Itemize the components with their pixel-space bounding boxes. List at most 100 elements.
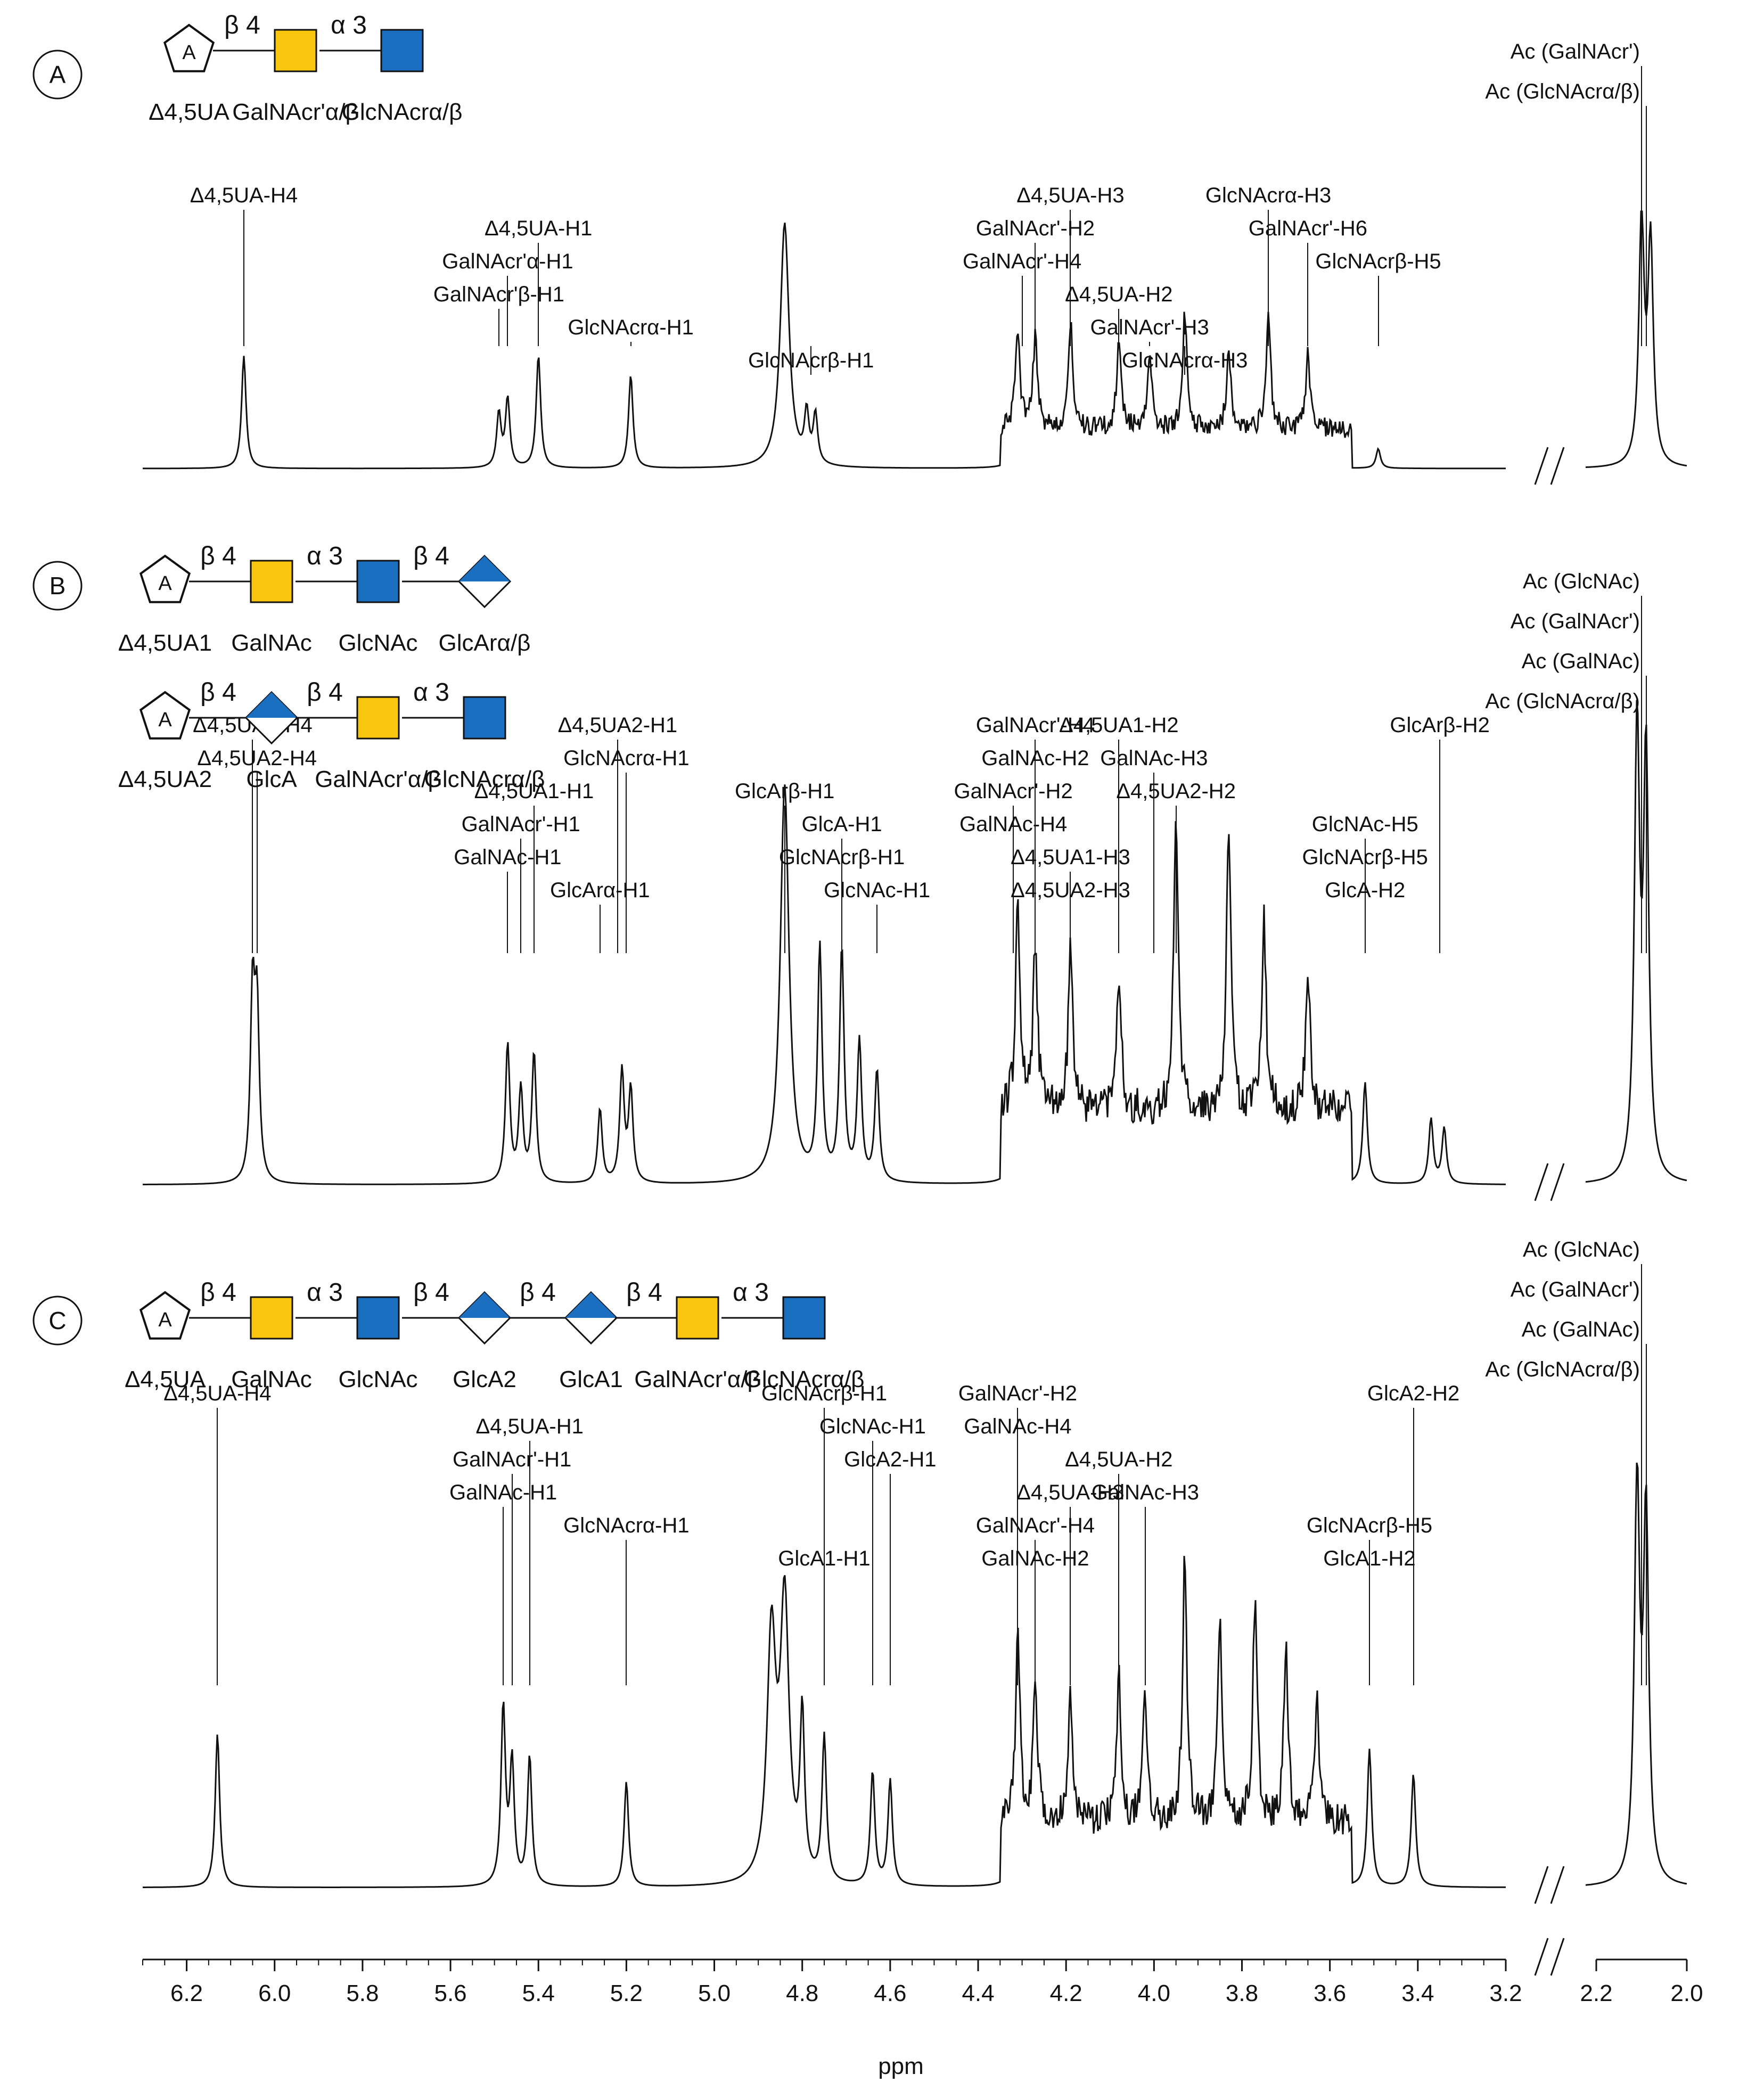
- peak-label: GlcNAcrβ-H5: [1302, 846, 1428, 869]
- peak-label: GalNAcr'-H2: [976, 217, 1095, 240]
- peak-label: GalNAcr'β-H1: [433, 283, 564, 306]
- residue-name: GalNAc: [231, 630, 312, 656]
- peak-label: Δ4,5UA2-H1: [558, 714, 678, 737]
- spectra-layer: [143, 210, 1687, 1904]
- residue-name: GalNAcr'α/β: [634, 1366, 761, 1392]
- peak-label: Δ4,5UA-H2: [1065, 1448, 1172, 1471]
- pentagon-symbol: A: [158, 572, 172, 595]
- glca-diamond-fill: [246, 692, 297, 718]
- panel-letter: A: [50, 61, 66, 88]
- x-tick-label: 4.8: [786, 1980, 818, 2006]
- peak-label: Ac (GalNAc): [1522, 1318, 1640, 1341]
- peak-label: GalNAcr'α-H1: [442, 250, 573, 273]
- glcnac-square-icon: [356, 560, 400, 603]
- uronic-pentagon-icon: [139, 554, 191, 603]
- pentagon-symbol: A: [182, 42, 196, 64]
- x-tick-label: 4.2: [1050, 1980, 1082, 2006]
- residue-name: Δ4,5UA: [149, 99, 229, 125]
- residue-name: GlcNAcrα/β: [424, 766, 545, 792]
- glcnac-square-icon: [380, 29, 424, 72]
- peak-label: Δ4,5UA-H1: [485, 217, 592, 240]
- residue-name: GlcNAcrα/β: [342, 99, 463, 125]
- axis-break-mark: [1534, 1866, 1549, 1904]
- axis-break-mark: [1534, 447, 1549, 485]
- peak-label: GlcNAcrβ-H1: [761, 1382, 887, 1405]
- peak-label: GlcA-H1: [801, 813, 882, 836]
- x-tick-label: 5.8: [346, 1980, 379, 2006]
- peak-label: Ac (GlcNAc): [1523, 1238, 1640, 1261]
- peak-label: GlcNAcrβ-H5: [1315, 250, 1441, 273]
- linkage-label: α 3: [307, 1278, 343, 1307]
- peak-label: Ac (GalNAcr'): [1511, 610, 1640, 633]
- glcnac-square-icon: [463, 696, 506, 740]
- glcnac-square-icon: [782, 1296, 826, 1340]
- x-tick-label: 5.6: [434, 1980, 466, 2006]
- peak-label: GlcArα-H1: [550, 879, 650, 902]
- uronic-pentagon-icon: [139, 1291, 191, 1340]
- peak-label: GalNAcr'-H6: [1249, 217, 1367, 240]
- peak-label: GalNAc-H3: [1100, 747, 1208, 770]
- panel-letter: B: [50, 572, 66, 600]
- pentagon-symbol: A: [158, 1309, 172, 1331]
- x-tick-label: 6.0: [258, 1980, 291, 2006]
- residue-name: GalNAcr'α/β: [232, 99, 359, 125]
- linkage-label: α 3: [733, 1278, 769, 1307]
- acetyl-trace-c: [1585, 1462, 1687, 1886]
- linkage-label: α 3: [307, 542, 343, 570]
- peak-label: Ac (GlcNAcrα/β): [1485, 690, 1640, 713]
- peak-label: GlcNAcrβ-H5: [1307, 1514, 1432, 1537]
- residue-name: GlcA2: [453, 1366, 516, 1392]
- axis-break-mark: [1534, 1938, 1549, 1976]
- spectrum-trace-a: [143, 223, 1506, 470]
- peak-label: Δ4,5UA-H1: [476, 1415, 584, 1438]
- peak-label: GalNAcr'-H2: [958, 1382, 1077, 1405]
- axis-break-mark: [1534, 1163, 1549, 1201]
- peak-label: Δ4,5UA-H4: [163, 1382, 271, 1405]
- galnac-square-icon: [356, 696, 400, 740]
- peak-label: GalNAc-H2: [981, 747, 1089, 770]
- linkage-label: β 4: [307, 678, 343, 707]
- linkage-label: β 4: [520, 1278, 556, 1307]
- peak-label: GlcNAc-H1: [824, 879, 930, 902]
- residue-name: Δ4,5UA: [125, 1366, 206, 1392]
- peak-label: GlcNAcrα-H1: [563, 1514, 689, 1537]
- x-tick-label: 4.0: [1138, 1980, 1170, 2006]
- x-tick-label: 2.0: [1670, 1980, 1703, 2006]
- x-tick-label: 5.4: [522, 1980, 555, 2006]
- residue-name: GlcArα/β: [439, 630, 531, 656]
- panel-badge: [32, 1296, 83, 1346]
- peak-label: Δ4,5UA2-H3: [1011, 879, 1130, 902]
- peak-label: GalNAcr'-H4: [963, 250, 1081, 273]
- x-tick-label: 6.2: [170, 1980, 203, 2006]
- uronic-pentagon-icon: [139, 691, 191, 740]
- linkage-label: α 3: [413, 678, 449, 707]
- x-tick-label: 3.8: [1226, 1980, 1258, 2006]
- axis-break-mark: [1550, 1866, 1565, 1904]
- peak-label: GlcArβ-H1: [735, 780, 834, 803]
- uronic-pentagon-icon: [163, 23, 215, 72]
- peak-label: Δ4,5UA1-H1: [474, 780, 594, 803]
- peak-label: Ac (GalNAcr'): [1511, 40, 1640, 63]
- peak-label: GlcNAc-H1: [819, 1415, 926, 1438]
- pentagon-symbol: A: [158, 709, 172, 731]
- acetyl-trace-b: [1585, 700, 1687, 1183]
- x-tick-label: 5.0: [698, 1980, 731, 2006]
- peak-label: Δ4,5UA1-H3: [1011, 846, 1130, 869]
- peak-label: GalNAcr'-H2: [954, 780, 1072, 803]
- peak-label: Δ4,5UA2-H4: [197, 747, 317, 770]
- linkage-label: β 4: [224, 11, 260, 39]
- panel-letter: C: [48, 1307, 66, 1334]
- galnac-square-icon: [250, 1296, 293, 1340]
- x-tick-label: 4.6: [874, 1980, 906, 2006]
- peak-label: GalNAcr'-H1: [462, 813, 580, 836]
- x-tick-label: 3.6: [1314, 1980, 1346, 2006]
- peak-label: GalNAc-H3: [1092, 1481, 1199, 1504]
- axis-break-mark: [1550, 447, 1565, 485]
- galnac-square-icon: [274, 29, 317, 72]
- peak-label: GlcNAcrα-H1: [563, 747, 689, 770]
- residue-name: GalNAcr'α/β: [315, 766, 441, 792]
- x-tick-label: 5.2: [610, 1980, 643, 2006]
- peak-label: Δ4,5UA-H3: [1016, 184, 1124, 207]
